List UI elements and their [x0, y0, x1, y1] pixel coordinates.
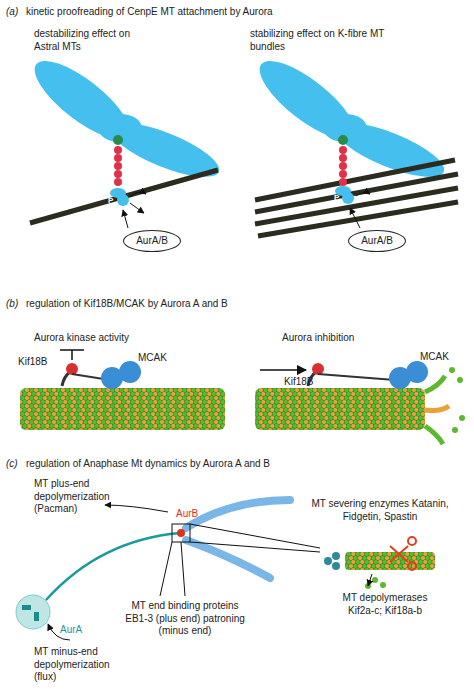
microtubule-b	[20, 350, 465, 444]
kinase-name: AurA/B	[361, 235, 393, 247]
label-text: Aurora inhibition	[282, 332, 354, 345]
cenpe-kfibre	[249, 49, 458, 236]
label-text: MT severing enzymes Katanin, Fidgetin, S…	[300, 498, 460, 523]
label-text: regulation of Anaphase Mt dynamics by Au…	[26, 458, 270, 471]
label-text: AurB	[176, 508, 198, 521]
label-text: MCAK	[138, 352, 167, 365]
panel-letter: (c)	[6, 458, 18, 471]
label-text: P	[108, 196, 113, 206]
label-text: regulation of Kif18B/MCAK by Aurora A an…	[26, 298, 228, 311]
label-text: MCAK	[420, 351, 449, 364]
panel-letter: (b)	[6, 298, 18, 311]
label-text: P	[334, 193, 339, 203]
label-text: MT depolymerases Kif2a-c; Kif18a-b	[330, 592, 440, 617]
label-text: kinetic proofreading of CenpE MT attachm…	[26, 6, 273, 19]
label-text: Kif18B	[284, 376, 313, 389]
label-text: Kif18B	[18, 356, 47, 369]
label-text: stabilizing effect on K-fibre MT bundles	[250, 28, 390, 53]
kinase-oval: AurA/B	[348, 230, 406, 252]
panel-letter: (a)	[6, 6, 18, 19]
cenpe-astral	[24, 49, 225, 228]
kinase-name: AurA/B	[136, 235, 168, 247]
label-text: MT plus-end depolymerization (Pacman)	[34, 478, 122, 516]
kinase-oval: AurA/B	[123, 230, 181, 252]
label-text: MT minus-end depolymerization (flux)	[34, 646, 134, 684]
label-text: destabilizing effect on Astral MTs	[34, 28, 144, 53]
label-text: Aurora kinase activity	[34, 332, 129, 345]
label-text: AurA	[60, 624, 82, 637]
label-text: MT end binding proteins EB1-3 (plus end)…	[120, 600, 250, 638]
